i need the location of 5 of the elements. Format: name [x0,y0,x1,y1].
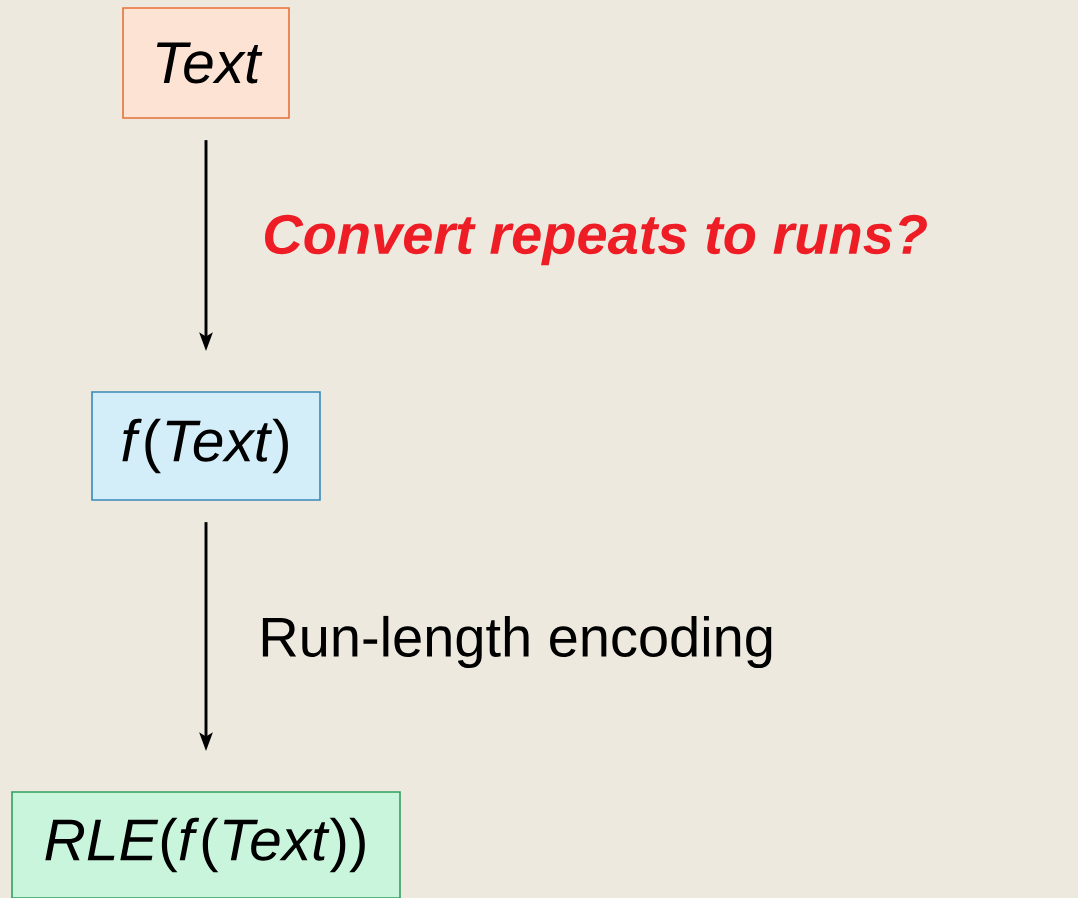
edge-label: Run-length encoding [262,615,772,669]
process-box: RLE(f(Text)) [11,791,401,898]
process-box: f(Text) [91,391,321,501]
edge-label: Convert repeats to runs? [265,214,927,266]
process-box: Text [122,7,290,119]
